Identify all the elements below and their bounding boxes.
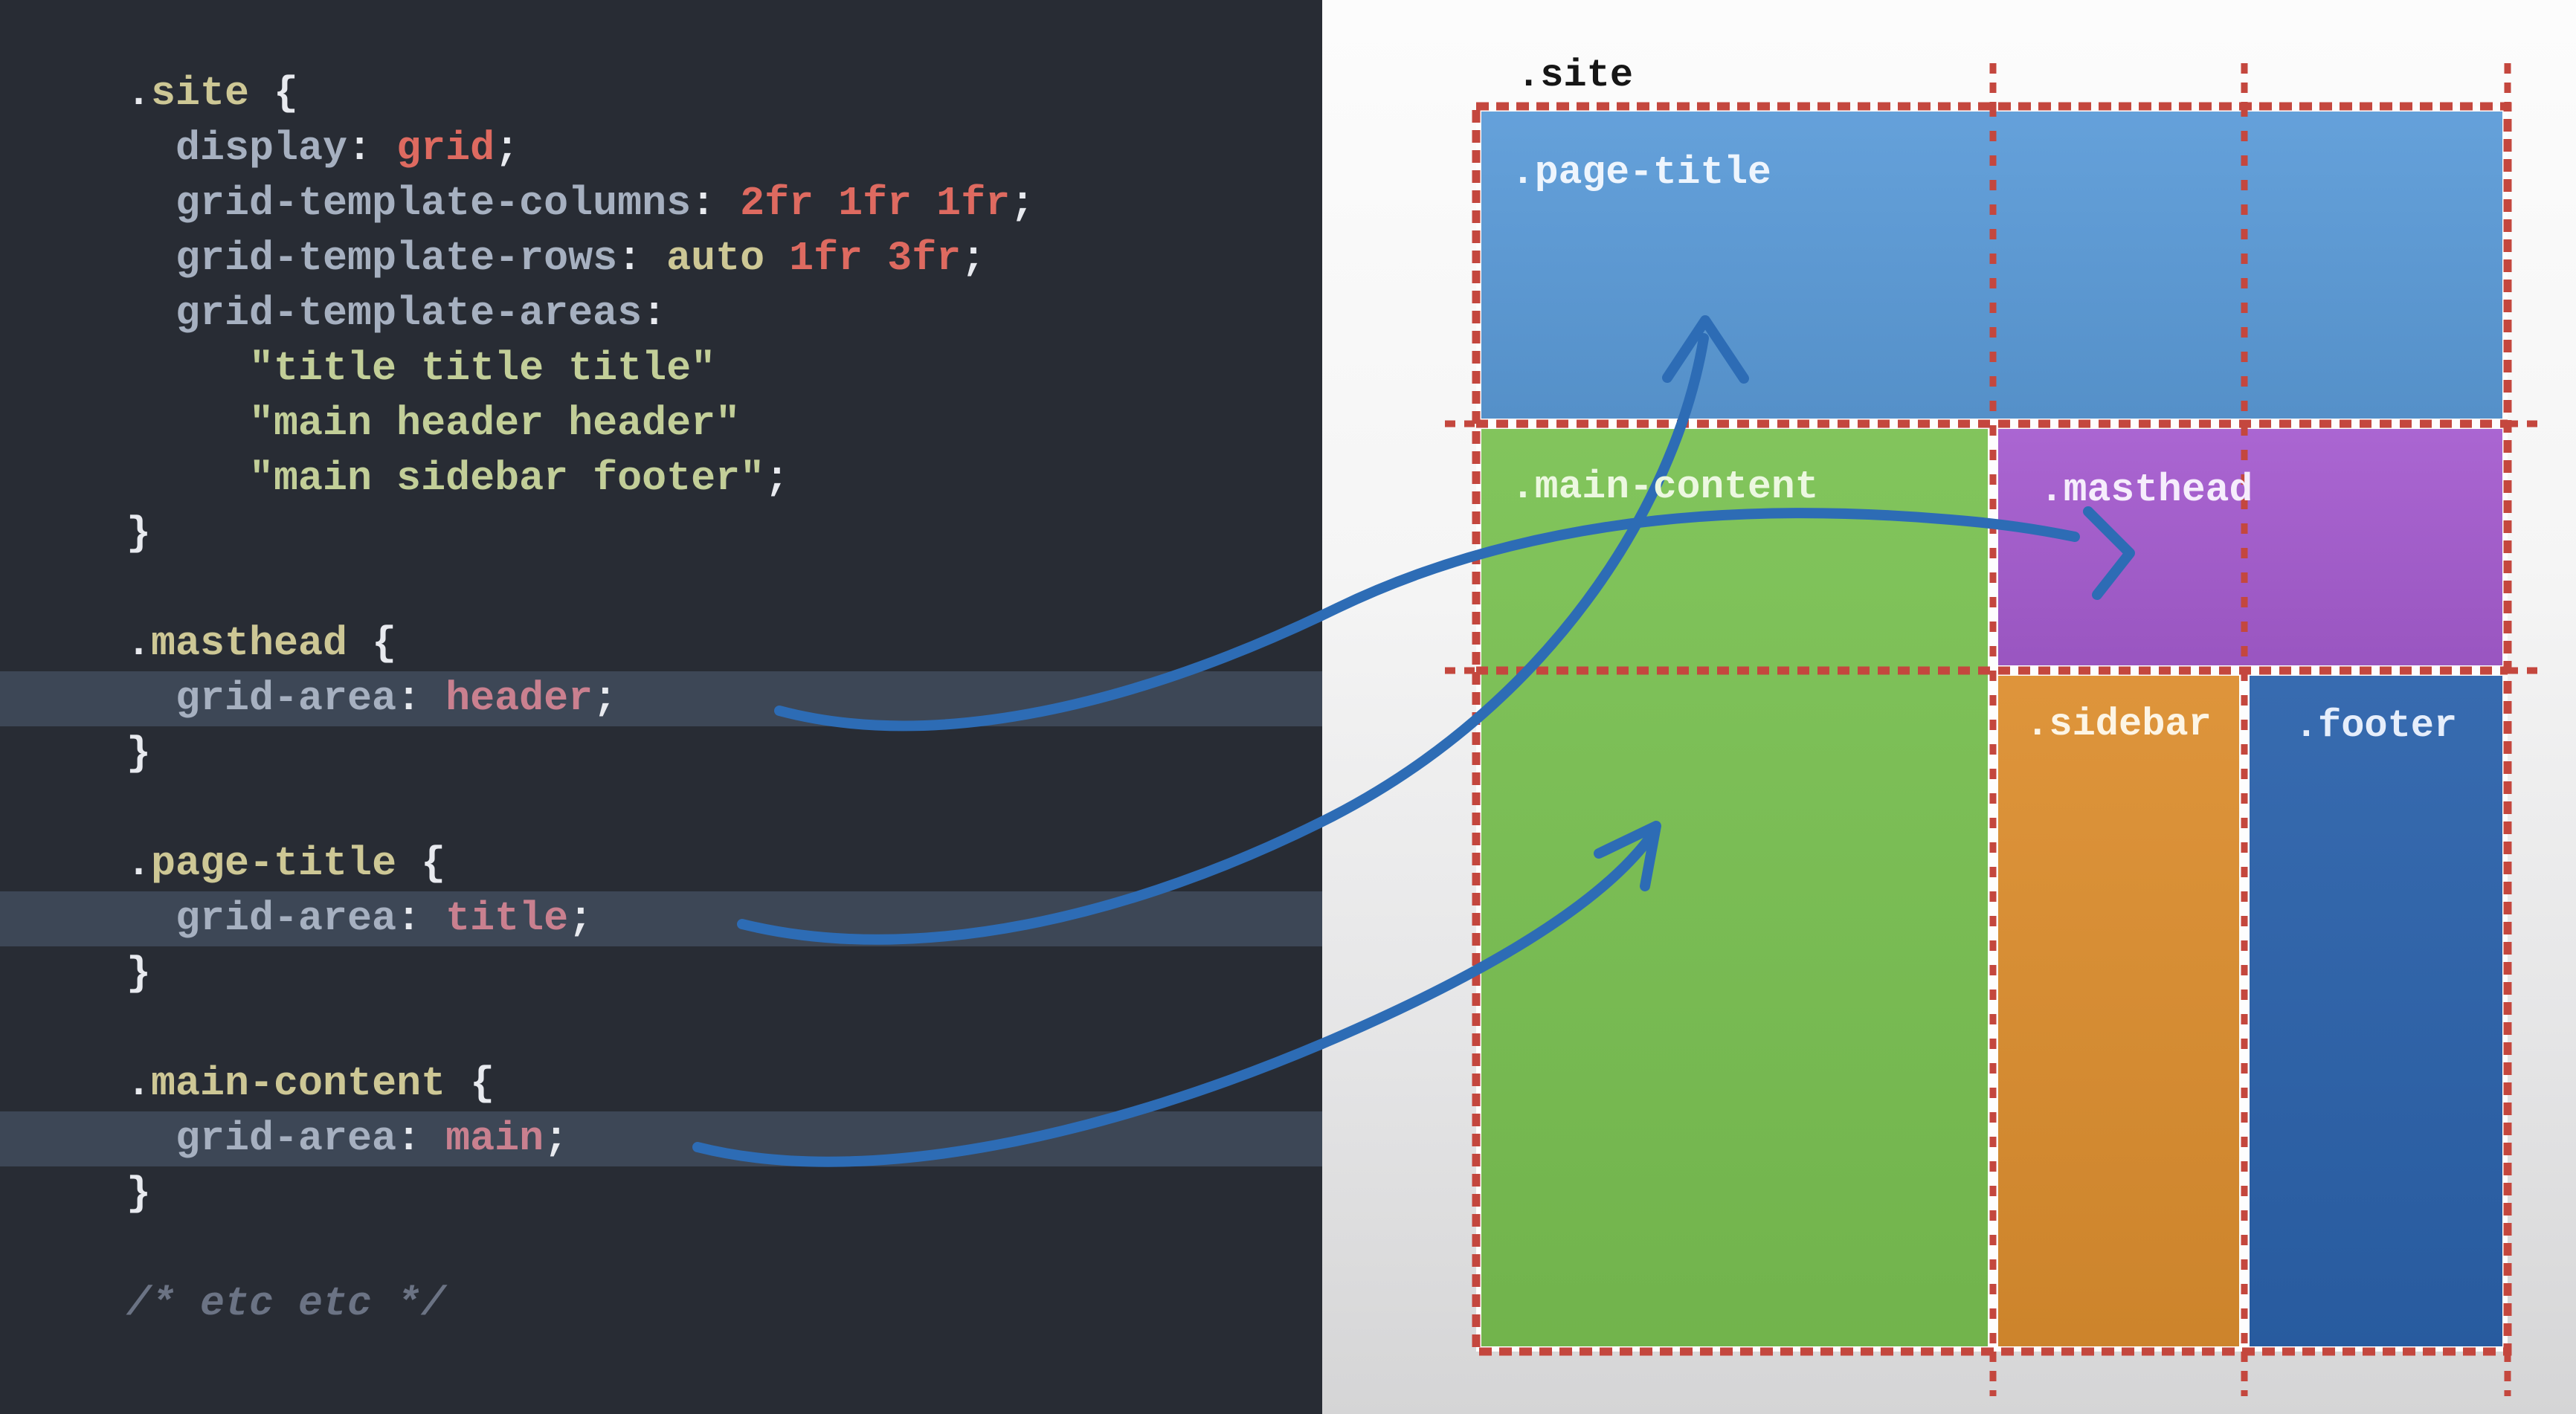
code-line: } <box>126 510 152 557</box>
code-line: display: grid; <box>126 125 520 172</box>
code-line: grid-template-areas: <box>126 290 667 337</box>
code-line: .page-title { <box>126 840 446 887</box>
code-line: .main-content { <box>126 1060 495 1107</box>
code-line: .site { <box>126 70 299 117</box>
code-line <box>0 561 1322 616</box>
site-label: .site <box>1517 54 1634 97</box>
code-line: } <box>126 1170 152 1217</box>
sidebar-box: .sidebar <box>1998 676 2239 1346</box>
code-line: grid-template-rows: auto 1fr 3fr; <box>126 235 986 282</box>
code-line <box>0 1221 1322 1276</box>
code-line <box>0 1001 1322 1056</box>
code-line: grid-template-columns: 2fr 1fr 1fr; <box>126 180 1035 227</box>
code-editor-panel: .site { display: grid; grid-template-col… <box>0 0 1322 1414</box>
code-line: "title title title" <box>126 345 716 392</box>
code-line-highlighted: grid-area: main; <box>0 1111 1322 1166</box>
main-content-box-label: .main-content <box>1511 465 1819 509</box>
page-title-box: .page-title <box>1481 112 2502 419</box>
masthead-box-label: .masthead <box>2040 468 2253 512</box>
code-line: .masthead { <box>126 620 397 667</box>
page-title-box-label: .page-title <box>1511 150 1771 195</box>
code-line: } <box>126 730 152 777</box>
footer-box: .footer <box>2250 676 2502 1346</box>
code-line-highlighted: grid-area: header; <box>0 671 1322 726</box>
masthead-box: .masthead <box>1998 429 2502 665</box>
code-line: } <box>126 950 152 997</box>
css-code-block: .site { display: grid; grid-template-col… <box>0 0 1322 1331</box>
code-line: "main sidebar footer"; <box>126 455 790 502</box>
code-line-highlighted: grid-area: title; <box>0 891 1322 946</box>
code-line: "main header header" <box>126 400 741 447</box>
footer-box-label: .footer <box>2294 704 2458 748</box>
main-content-box: .main-content <box>1481 429 1988 1346</box>
sidebar-box-label: .sidebar <box>2026 703 2212 746</box>
code-line: /* etc etc */ <box>126 1280 446 1327</box>
code-line <box>0 781 1322 836</box>
